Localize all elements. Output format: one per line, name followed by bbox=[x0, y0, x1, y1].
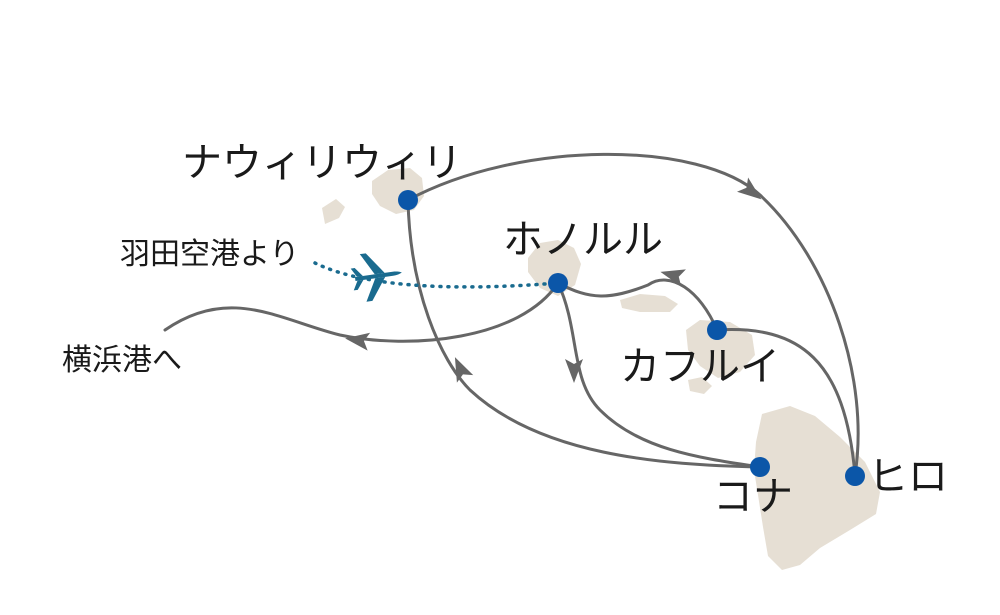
route-arrow-icon bbox=[660, 269, 686, 287]
label-honolulu: ホノルル bbox=[503, 217, 663, 263]
port-dot-kona bbox=[750, 457, 770, 477]
route-arrow-icon bbox=[565, 359, 583, 383]
ports bbox=[398, 190, 865, 486]
airplane-icon bbox=[350, 253, 402, 302]
cruise-routes bbox=[163, 152, 860, 477]
island-niihau bbox=[322, 199, 345, 224]
route-honolulu-kona bbox=[556, 281, 762, 469]
label-yokohama: 横浜港へ bbox=[62, 343, 182, 378]
island-maui bbox=[686, 320, 755, 378]
port-dot-kahului bbox=[707, 320, 727, 340]
island-lanai bbox=[688, 377, 712, 394]
route-kahului-hilo bbox=[715, 328, 857, 477]
labels: ナウィリウィリ ホノルル カフルイ コナ ヒロ 羽田空港より 横浜港へ bbox=[62, 140, 948, 520]
route-arrow-icon bbox=[737, 177, 762, 200]
route-nawiliwili-hilo bbox=[406, 152, 860, 477]
label-kahului: カフルイ bbox=[620, 344, 780, 390]
port-dot-honolulu bbox=[548, 273, 568, 293]
route-flight-haneda-honolulu bbox=[313, 261, 560, 289]
route-honolulu-yokohama bbox=[163, 281, 560, 343]
port-dot-nawiliwili bbox=[398, 190, 418, 210]
route-kahului-honolulu bbox=[556, 278, 719, 332]
label-hilo: ヒロ bbox=[868, 454, 948, 500]
route-arrow-icon bbox=[454, 357, 474, 383]
island-hawaii bbox=[754, 406, 880, 570]
port-dot-hilo bbox=[845, 466, 865, 486]
label-kona: コナ bbox=[713, 474, 793, 520]
island-molokai bbox=[620, 294, 678, 312]
route-arrow-icon bbox=[345, 332, 371, 351]
label-nawiliwili: ナウィリウィリ bbox=[182, 140, 462, 186]
route-arrows bbox=[345, 177, 762, 383]
label-haneda: 羽田空港より bbox=[120, 237, 299, 272]
route-nawiliwili-kona bbox=[406, 198, 762, 469]
